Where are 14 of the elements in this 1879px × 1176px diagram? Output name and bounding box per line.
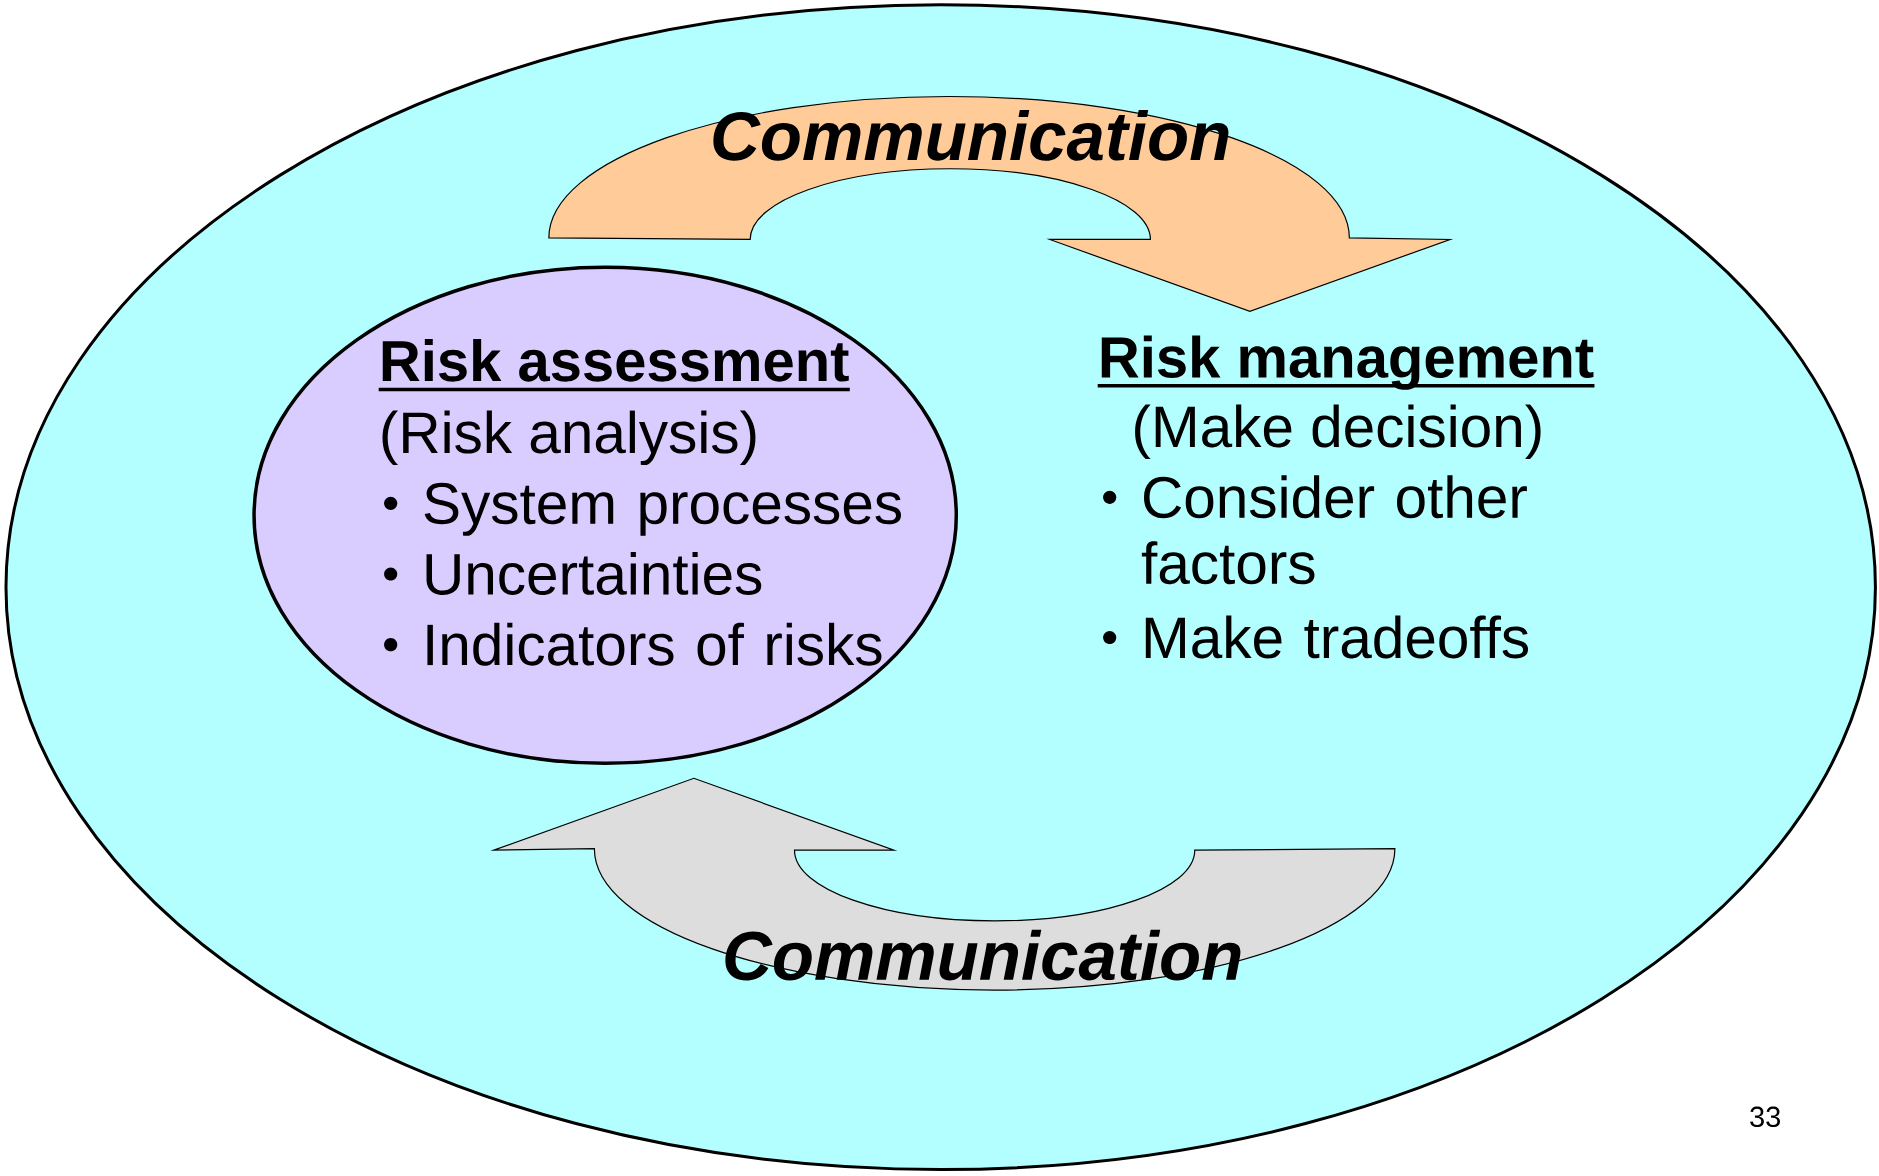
list-item: Indicators of risks: [427, 622, 882, 666]
edge-label: Communication: [725, 929, 1241, 981]
page-number: 33: [1750, 1106, 1781, 1128]
heading: Risk management: [1097, 335, 1595, 390]
curved-arrow: [493, 777, 1396, 991]
list-item: Make tradeoffs: [1145, 615, 1529, 659]
text-line: (Risk analysis): [382, 410, 756, 466]
list-item: System processes: [424, 483, 901, 537]
edge-label: Communication: [713, 110, 1229, 161]
text-line: (Make decision): [1135, 404, 1541, 460]
heading: Risk assessment: [378, 339, 850, 392]
curved-arrow: [548, 96, 1451, 313]
list-item: Consider other factors: [1141, 475, 1527, 585]
list-item: Uncertainties: [426, 552, 762, 596]
